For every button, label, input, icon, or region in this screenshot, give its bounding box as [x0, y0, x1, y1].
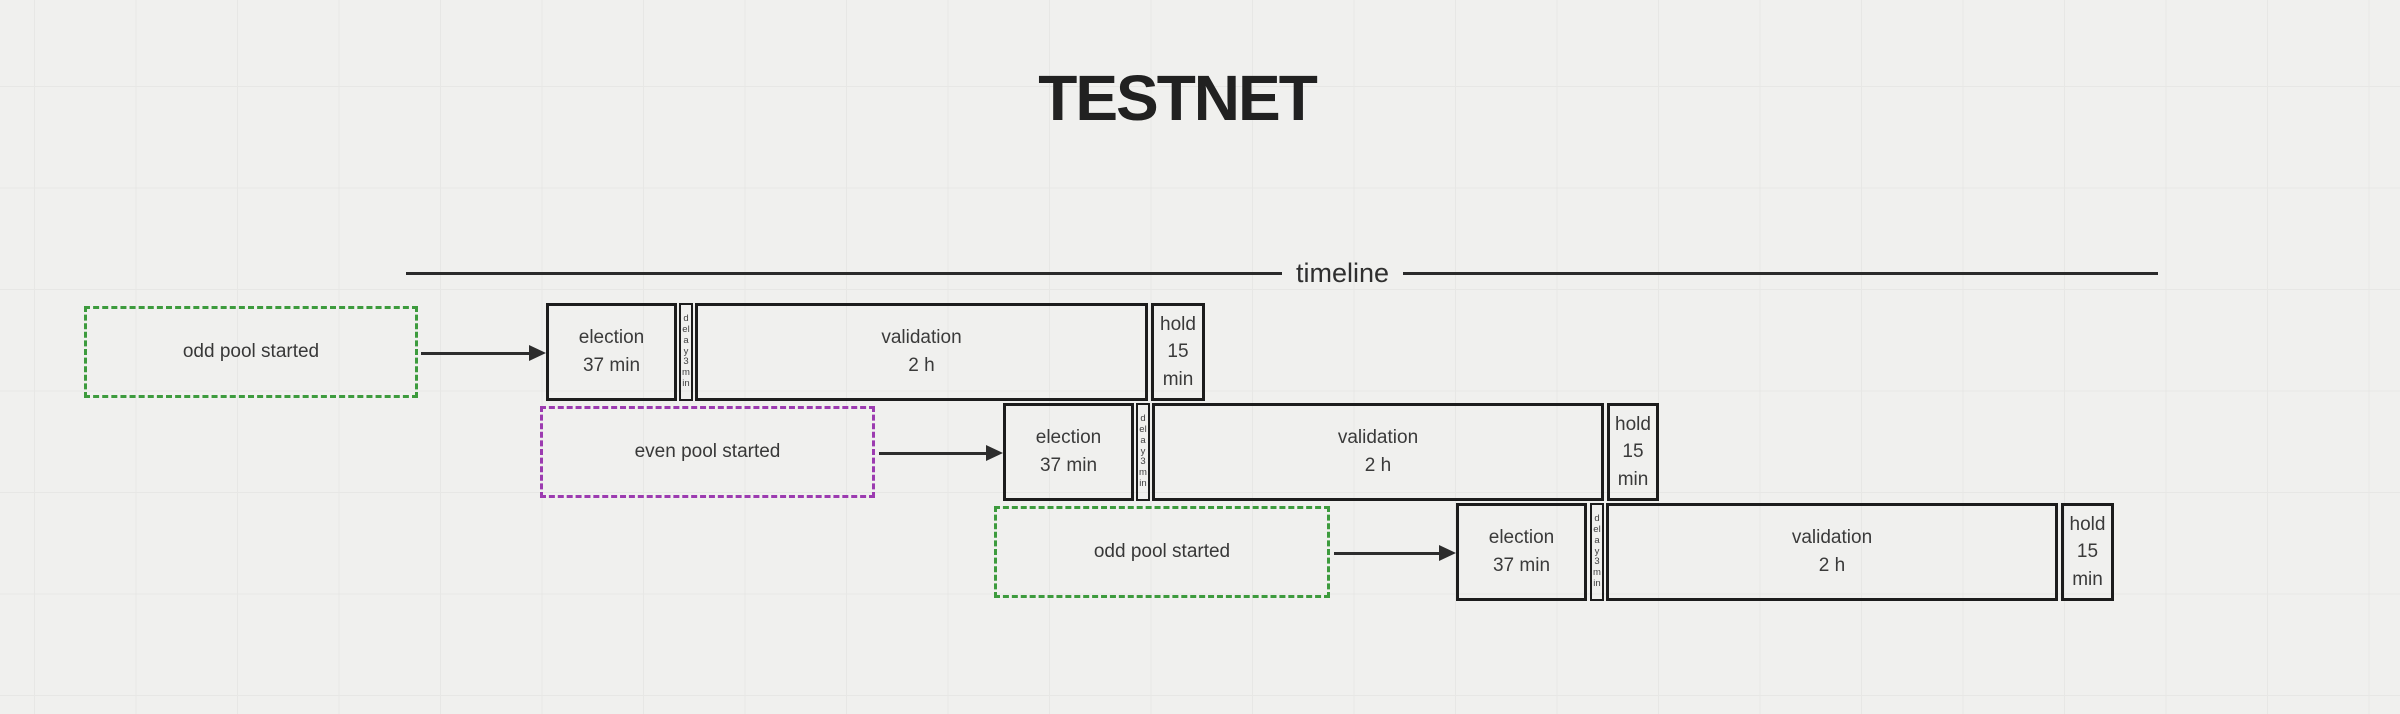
phase-label: election — [1035, 427, 1102, 449]
phase-duration: 2 h — [1818, 555, 1846, 576]
arrow-line — [421, 351, 529, 355]
phase-label: delay 3 min — [1139, 412, 1147, 490]
hold-phase-box: hold 15 min — [1607, 403, 1659, 501]
hold-phase-box: hold 15 min — [2061, 503, 2114, 601]
phase-duration: min — [1617, 468, 1649, 490]
delay-phase-box: delay 3 min — [1590, 503, 1604, 601]
phase-label: hold — [1160, 313, 1196, 335]
odd-pool-started-box-2: odd pool started — [994, 506, 1330, 598]
phase-duration: 37 min — [1492, 555, 1551, 576]
phase-label: delay 3 min — [682, 312, 690, 390]
timeline-line-right — [1403, 271, 2158, 275]
phase-label: hold — [1615, 413, 1651, 435]
hold-phase-box: hold 15 min — [1151, 303, 1205, 401]
election-phase-box: election 37 min — [1456, 503, 1587, 601]
timeline-axis: timeline — [406, 256, 2158, 290]
delay-phase-box: delay 3 min — [679, 303, 693, 401]
arrow-icon — [879, 445, 1003, 461]
arrow-line — [1334, 551, 1439, 555]
even-pool-started-box: even pool started — [540, 406, 875, 498]
validation-phase-box: validation 2 h — [1606, 503, 2058, 601]
arrow-icon — [421, 345, 546, 361]
timeline-line-left — [406, 271, 1282, 275]
phase-duration: min — [2072, 568, 2103, 590]
phase-label: election — [578, 327, 645, 349]
arrow-line — [879, 451, 986, 455]
validation-phase-box: validation 2 h — [1152, 403, 1604, 501]
phase-duration: 37 min — [582, 355, 641, 376]
election-phase-box: election 37 min — [1003, 403, 1134, 501]
phase-duration: min — [1162, 368, 1194, 390]
phase-label: hold — [2069, 513, 2106, 535]
trigger-label: odd pool started — [182, 341, 320, 362]
arrow-head-icon — [1439, 545, 1456, 561]
trigger-label: odd pool started — [1093, 541, 1231, 562]
phase-label: validation — [1791, 527, 1873, 549]
phase-label: delay 3 min — [1593, 512, 1601, 590]
phase-duration: 2 h — [1364, 455, 1392, 476]
phase-duration: 15 — [1622, 441, 1644, 463]
phase-label: validation — [1337, 427, 1419, 449]
phase-duration: 2 h — [908, 355, 935, 376]
validation-phase-box: validation 2 h — [695, 303, 1148, 401]
arrow-head-icon — [986, 445, 1003, 461]
timeline-label: timeline — [1296, 257, 1390, 288]
phase-duration: 15 — [1167, 341, 1189, 363]
phase-duration: 37 min — [1039, 455, 1098, 476]
delay-phase-box: delay 3 min — [1136, 403, 1150, 501]
page-title: TESTNET — [1038, 62, 1318, 134]
trigger-label: even pool started — [634, 441, 781, 462]
arrow-icon — [1334, 545, 1456, 561]
phase-label: validation — [881, 327, 962, 349]
arrow-head-icon — [529, 345, 546, 361]
phase-duration: 15 — [2076, 541, 2099, 563]
election-phase-box: election 37 min — [546, 303, 677, 401]
odd-pool-started-box-1: odd pool started — [84, 306, 418, 398]
phase-label: election — [1488, 527, 1555, 549]
